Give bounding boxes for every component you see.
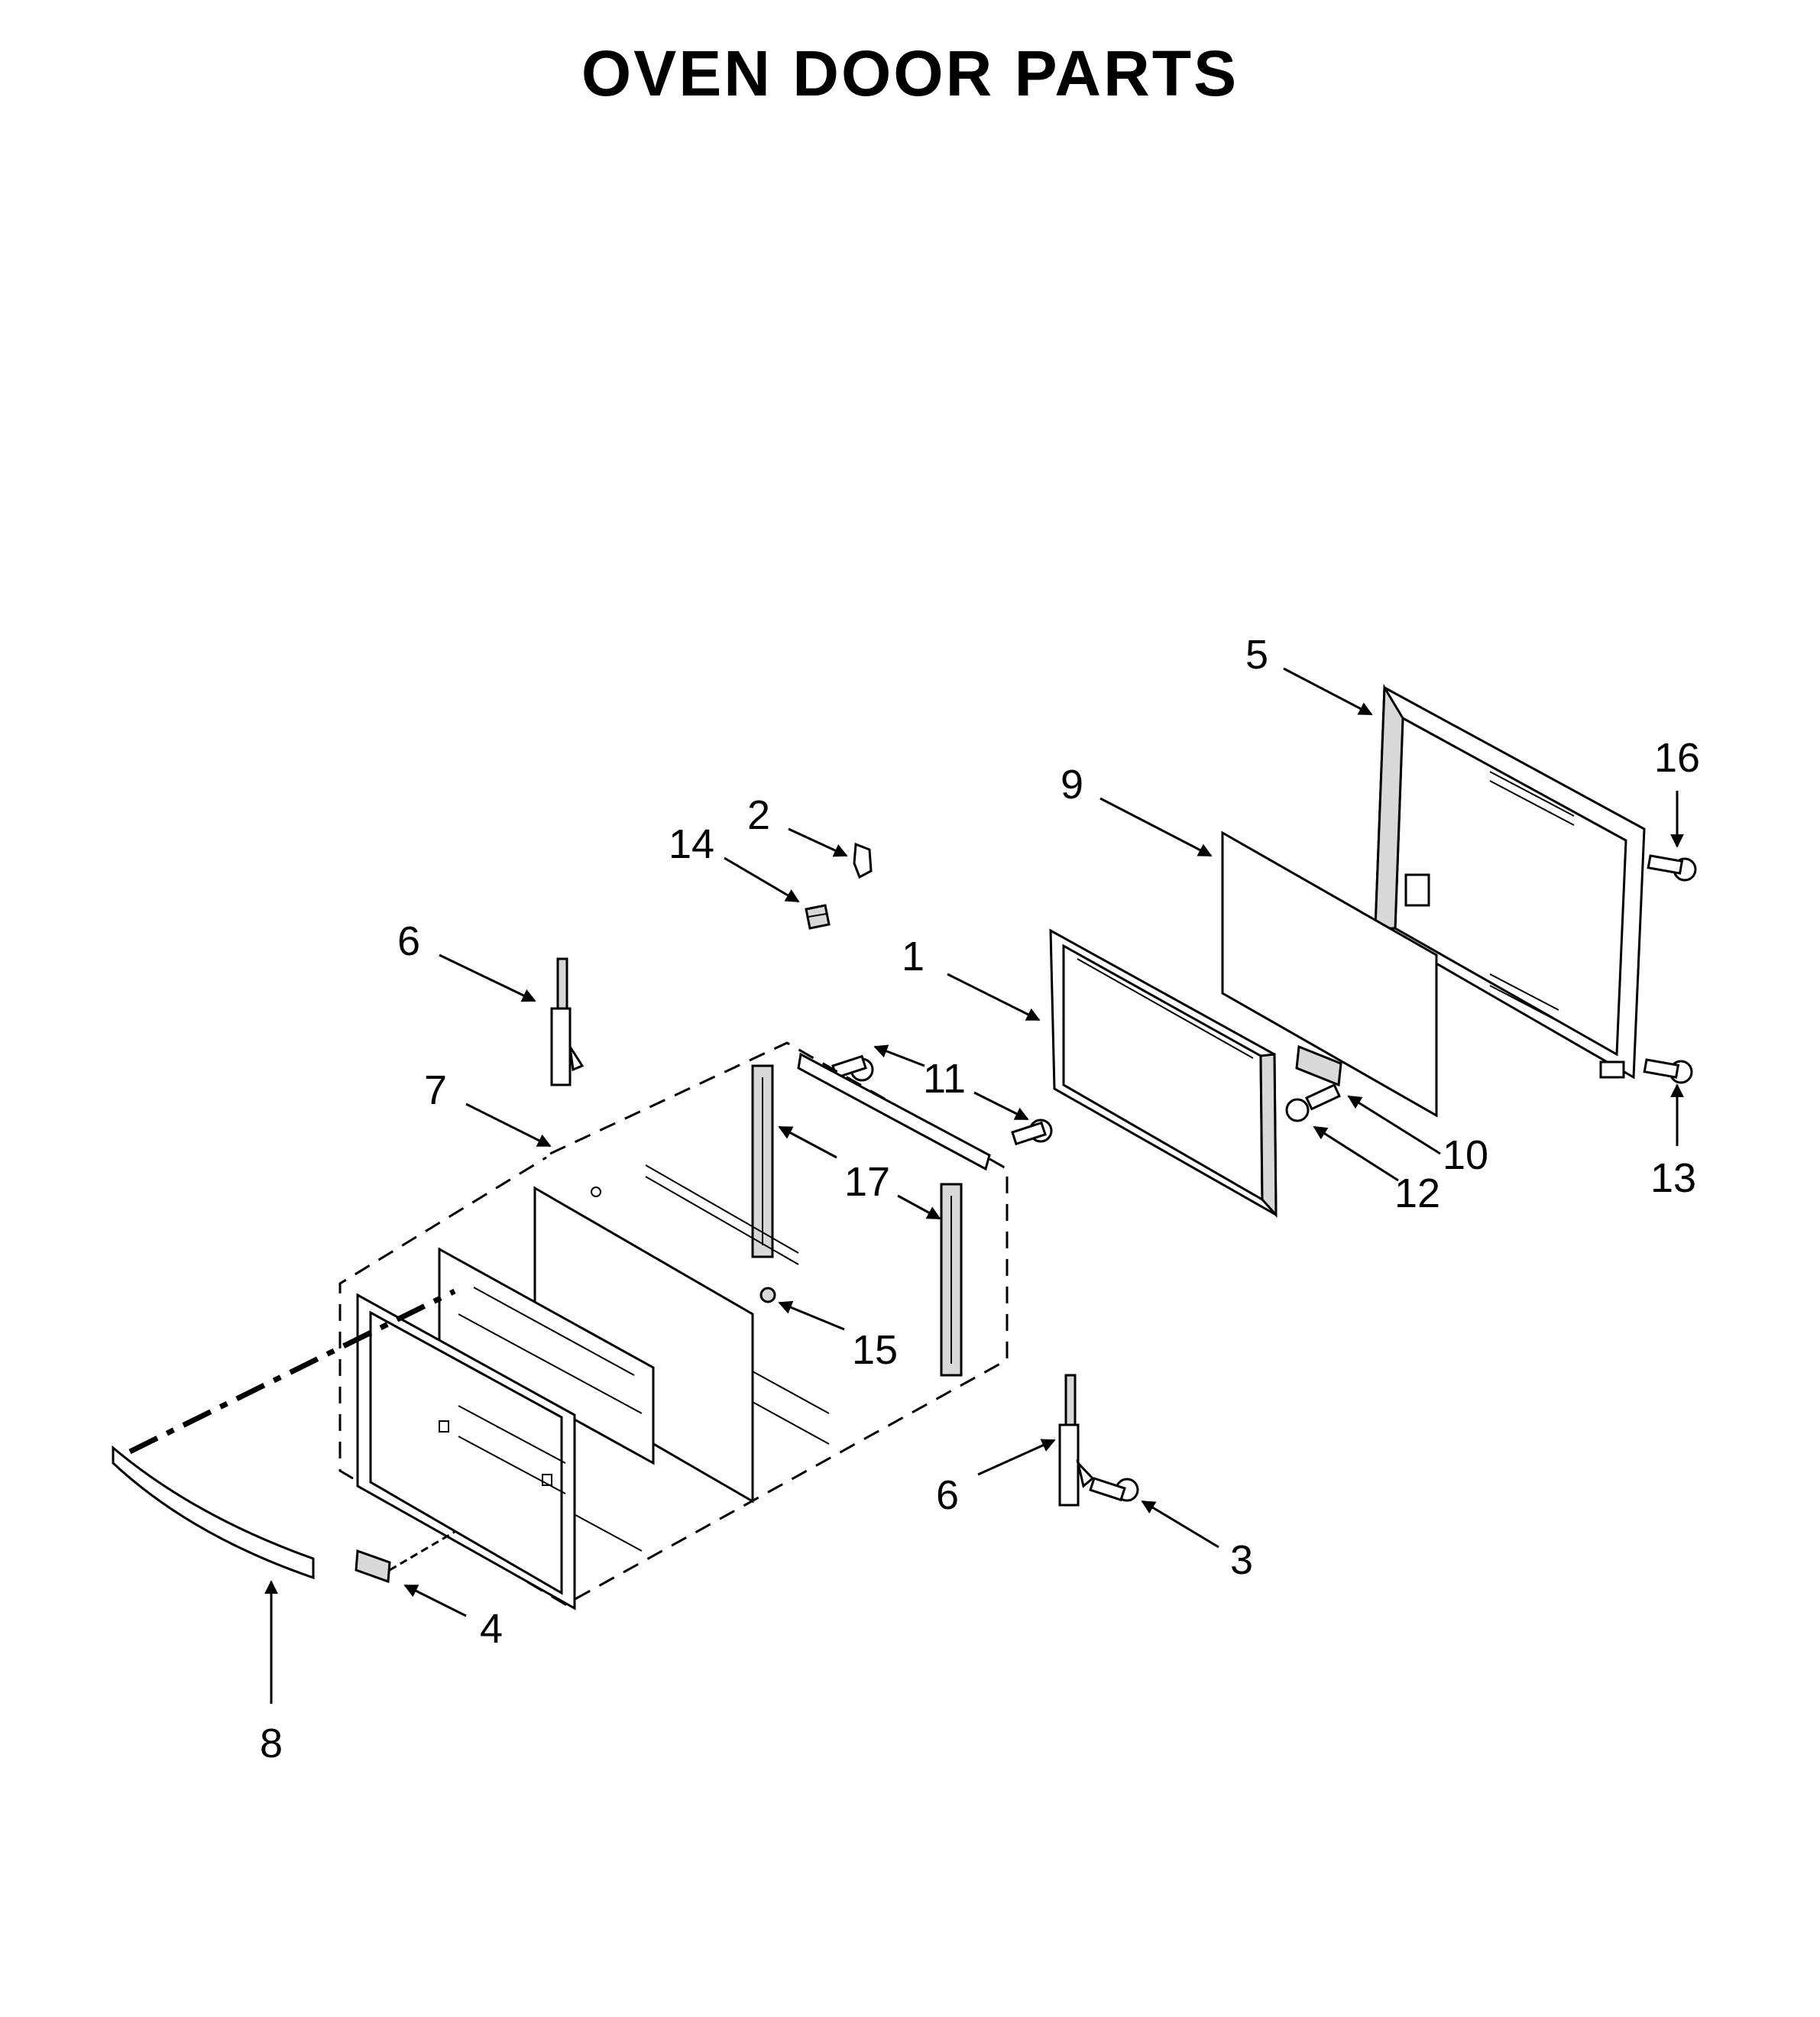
callout-3: 3: [1230, 1537, 1253, 1583]
callout-11: 11: [923, 1056, 966, 1102]
page-title: OVEN DOOR PARTS: [581, 37, 1239, 109]
part-2-clip[interactable]: [853, 842, 873, 879]
callout-6-lower: 6: [936, 1472, 959, 1518]
part-17-channel-left[interactable]: [751, 1064, 774, 1258]
part-7-door-assembly[interactable]: [338, 1041, 1009, 1606]
callout-10: 10: [1443, 1132, 1488, 1178]
part-13-screw[interactable]: [1643, 1058, 1693, 1084]
callout-4: 4: [480, 1606, 503, 1652]
part-3-screw[interactable]: [1089, 1477, 1139, 1502]
callout-15: 15: [852, 1327, 898, 1373]
outer-door-panel[interactable]: [356, 1293, 576, 1611]
callout-6-upper: 6: [397, 918, 420, 964]
part-15-spacer[interactable]: [759, 1287, 776, 1303]
part-1-inner-frame[interactable]: [1049, 928, 1278, 1218]
callout-5: 5: [1245, 632, 1268, 678]
part-5-door-frame[interactable]: [1374, 683, 1646, 1080]
part-14-clip[interactable]: [805, 904, 831, 930]
callout-7: 7: [424, 1067, 447, 1113]
callout-17: 17: [844, 1159, 890, 1205]
part-8-handle[interactable]: [112, 1288, 456, 1580]
callout-1: 1: [902, 934, 925, 979]
callout-16: 16: [1654, 735, 1700, 781]
callout-8: 8: [260, 1721, 283, 1766]
part-12-screw[interactable]: [1285, 1083, 1342, 1122]
part-17-channel-right[interactable]: [940, 1183, 963, 1377]
part-top-rail[interactable]: [797, 1052, 991, 1171]
part-6-hinge-left[interactable]: [550, 957, 585, 1086]
part-11-screw-lower[interactable]: [1011, 1119, 1053, 1146]
middle-frame[interactable]: [438, 1247, 655, 1552]
part-16-screw[interactable]: [1647, 854, 1697, 882]
part-6-hinge-right[interactable]: [1058, 1374, 1095, 1507]
callout-2: 2: [747, 792, 770, 838]
leader-lines: [264, 667, 1684, 1704]
callout-9: 9: [1061, 762, 1083, 808]
part-10-bracket[interactable]: [1295, 1044, 1342, 1087]
part-11-screw-upper[interactable]: [831, 1054, 874, 1082]
part-9-glass-panel[interactable]: [1221, 830, 1438, 1118]
callout-13: 13: [1650, 1155, 1696, 1201]
callout-14: 14: [669, 821, 714, 867]
callout-12: 12: [1394, 1170, 1440, 1216]
part-4-badge[interactable]: [355, 1530, 455, 1584]
